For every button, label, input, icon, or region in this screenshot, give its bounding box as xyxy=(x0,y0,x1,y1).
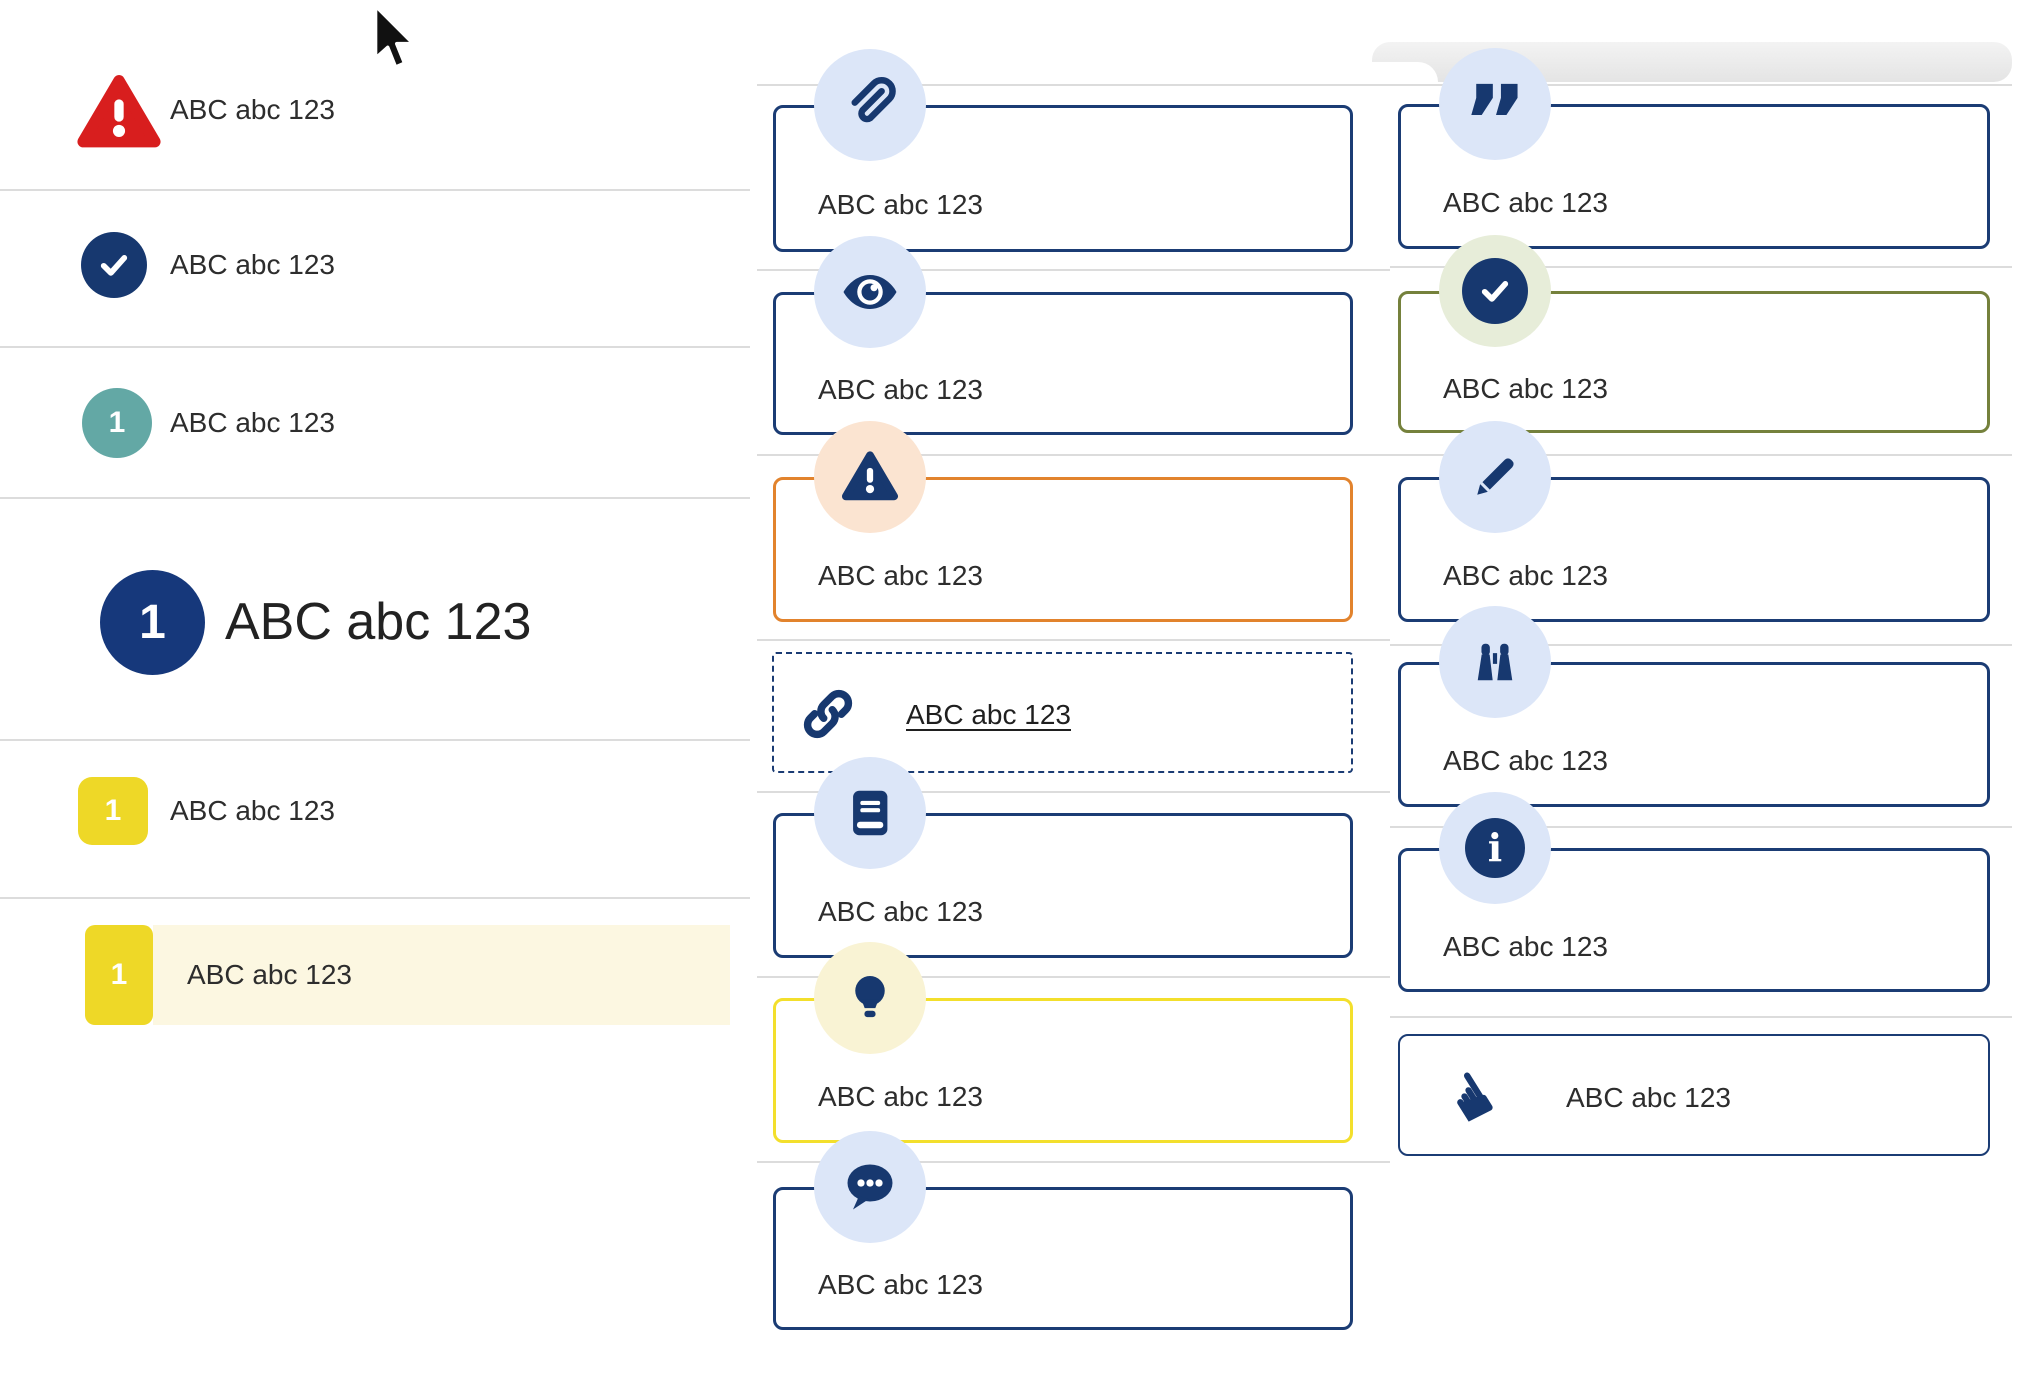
list-item-label: ABC abc 123 xyxy=(225,593,532,651)
book-icon xyxy=(814,757,926,869)
binoculars-icon xyxy=(1439,606,1551,718)
divider xyxy=(757,976,1390,978)
step-number: 1 xyxy=(139,596,166,649)
callout-label: ABC abc 123 xyxy=(1443,931,1608,962)
callout-label: ABC abc 123 xyxy=(818,560,983,591)
divider xyxy=(757,791,1390,793)
divider xyxy=(0,346,750,348)
badge-number: 1 xyxy=(104,794,122,827)
divider xyxy=(0,497,750,499)
divider xyxy=(0,189,750,191)
divider xyxy=(757,1161,1390,1163)
callout-label: ABC abc 123 xyxy=(818,1269,983,1300)
warning-icon xyxy=(77,75,161,148)
callout-label: ABC abc 123 xyxy=(1566,1082,1731,1113)
divider xyxy=(0,739,750,741)
divider xyxy=(757,639,1390,641)
lightbulb-icon xyxy=(814,942,926,1054)
window-chrome-notch xyxy=(1372,62,1438,83)
number-badge-icon: 1 xyxy=(85,925,153,1025)
info-icon: i xyxy=(1439,792,1551,904)
step-number-icon: 1 xyxy=(100,570,205,675)
info-glyph: i xyxy=(1487,825,1503,870)
divider xyxy=(757,84,2012,86)
callout-label: ABC abc 123 xyxy=(1443,560,1608,591)
badge-number: 1 xyxy=(110,958,128,991)
divider xyxy=(757,454,1390,456)
divider xyxy=(1390,826,2012,828)
list-item[interactable]: ABC abc 123 xyxy=(0,40,750,188)
list-item-label: ABC abc 123 xyxy=(170,407,335,438)
chat-icon xyxy=(814,1131,926,1243)
list-item[interactable]: 1 ABC abc 123 xyxy=(0,502,750,736)
quote-icon: ” xyxy=(1439,48,1551,181)
number-badge-icon: 1 xyxy=(78,777,148,845)
divider xyxy=(0,897,750,899)
mouse-cursor xyxy=(373,4,416,70)
divider xyxy=(1390,644,2012,646)
pointing-hand-icon: ☚ xyxy=(1424,1053,1517,1140)
link-icon xyxy=(803,689,853,739)
divider xyxy=(1390,266,2012,268)
callout-label: ABC abc 123 xyxy=(1443,373,1608,404)
highlight-row-background xyxy=(153,925,730,1025)
list-item-label: ABC abc 123 xyxy=(170,94,335,125)
list-item-highlighted[interactable]: 1 ABC abc 123 xyxy=(0,925,750,1025)
quote-glyph: ” xyxy=(1462,64,1528,181)
callout-label: ABC abc 123 xyxy=(818,374,983,405)
pencil-icon xyxy=(1439,421,1551,533)
list-item-label: ABC abc 123 xyxy=(170,795,335,826)
callout-label: ABC abc 123 xyxy=(1443,187,1608,218)
list-item-label: ABC abc 123 xyxy=(170,249,335,280)
paperclip-icon xyxy=(814,49,926,161)
list-item-label: ABC abc 123 xyxy=(187,959,352,990)
check-circle-icon xyxy=(81,232,147,298)
callout-link[interactable]: ABC abc 123 xyxy=(906,699,1071,730)
callout-box-action[interactable]: ☚ ABC abc 123 xyxy=(1398,1034,1990,1156)
list-item[interactable]: 1 ABC abc 123 xyxy=(0,352,750,494)
divider xyxy=(757,269,1390,271)
list-item[interactable]: ABC abc 123 xyxy=(0,195,750,343)
step-number: 1 xyxy=(108,406,126,439)
callout-label: ABC abc 123 xyxy=(818,189,983,220)
divider xyxy=(1390,1016,2012,1018)
divider xyxy=(1390,454,2012,456)
eye-icon xyxy=(814,236,926,348)
callout-box-link[interactable]: ABC abc 123 xyxy=(772,652,1353,773)
list-item[interactable]: 1 ABC abc 123 xyxy=(0,744,750,894)
warning-icon xyxy=(814,421,926,533)
step-number-icon: 1 xyxy=(82,388,152,458)
callout-label: ABC abc 123 xyxy=(1443,745,1608,776)
callout-label: ABC abc 123 xyxy=(818,896,983,927)
check-circle-icon xyxy=(1439,235,1551,347)
callout-label: ABC abc 123 xyxy=(818,1081,983,1112)
